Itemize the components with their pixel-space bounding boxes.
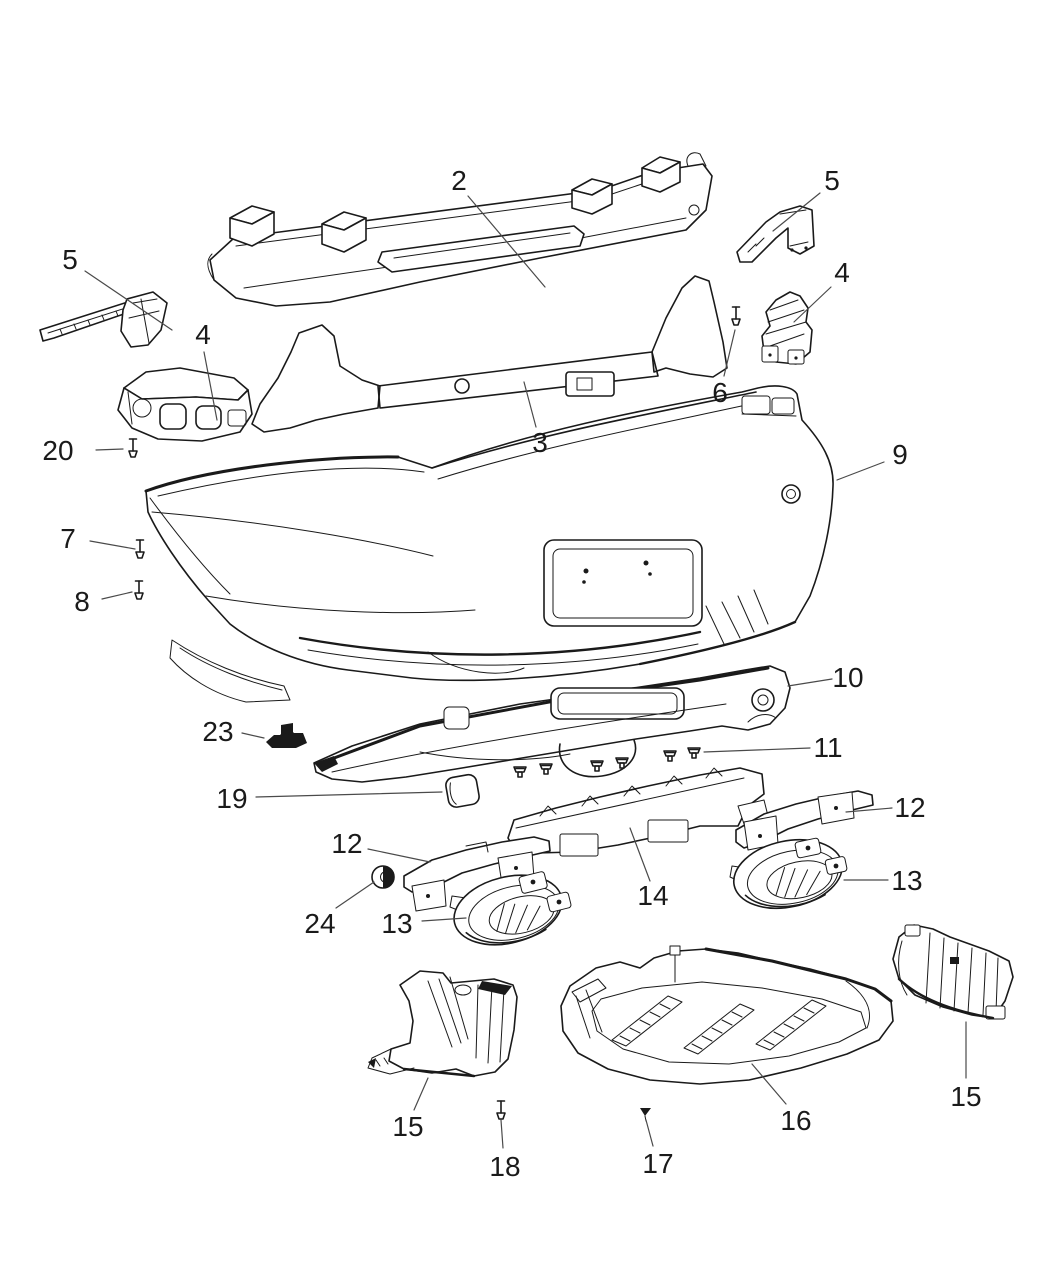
part-grommet (371, 865, 395, 889)
part-rear-fascia (144, 385, 834, 703)
leader-callout-5-right (772, 192, 821, 232)
part-splash-shield-left (367, 970, 518, 1078)
part-screw-7 (135, 539, 145, 559)
part-tow-hook-cover (445, 773, 480, 808)
leader-callout-5-left (84, 270, 173, 331)
leader-callout-20 (95, 448, 124, 451)
callout-16: 16 (780, 1105, 811, 1136)
callout-8: 8 (74, 586, 90, 617)
callout-7: 7 (60, 523, 76, 554)
callout-11: 11 (813, 732, 842, 763)
part-support-bracket-left (403, 836, 551, 912)
leader-callout-3 (523, 381, 537, 428)
leader-callout-8 (101, 591, 133, 600)
callout-14: 14 (637, 880, 668, 911)
part-side-bracket-right (761, 291, 813, 365)
callout-13-right: 13 (891, 865, 922, 896)
leader-callout-18 (500, 1119, 504, 1149)
callout-13-left: 13 (381, 908, 412, 939)
part-screw-20 (128, 438, 138, 458)
callout-15-right: 15 (950, 1081, 981, 1112)
callout-19: 19 (216, 783, 247, 814)
leader-callout-15-left (413, 1077, 429, 1111)
part-underbody-shield (560, 945, 894, 1085)
callout-4-right: 4 (834, 257, 850, 288)
leader-callout-17 (645, 1119, 654, 1147)
part-side-bracket-left (117, 367, 253, 442)
callout-20: 20 (42, 435, 73, 466)
leader-callout-19 (255, 791, 443, 798)
part-screw-17 (640, 1108, 651, 1122)
callout-17: 17 (642, 1148, 673, 1179)
leader-callout-10 (787, 678, 833, 687)
callout-10: 10 (832, 662, 863, 693)
callout-5-right: 5 (824, 165, 840, 196)
callout-15-left: 15 (392, 1111, 423, 1142)
leader-callout-13-left (421, 917, 467, 922)
part-bumper-beam (207, 152, 713, 307)
callout-3: 3 (532, 427, 548, 458)
leader-callout-14 (629, 827, 651, 882)
part-center-bracket (507, 767, 769, 857)
callout-23: 23 (202, 716, 233, 747)
part-exhaust-bezel-right (729, 837, 848, 910)
leader-callout-4-left (203, 351, 218, 421)
leader-callout-9 (836, 461, 885, 481)
part-support-bracket-right (735, 790, 874, 851)
part-screw-6 (731, 306, 741, 326)
callout-18: 18 (489, 1151, 520, 1182)
leader-callout-16 (751, 1063, 787, 1105)
part-rail-extension-right (736, 205, 815, 263)
leader-callout-23 (241, 732, 265, 739)
part-splash-shield-right (892, 924, 1014, 1020)
callout-6: 6 (712, 377, 728, 408)
callout-4-left: 4 (195, 319, 211, 350)
callout-24: 24 (304, 908, 335, 939)
leader-callout-4-right (793, 286, 832, 323)
part-exhaust-bezel-left (449, 871, 572, 946)
callout-5-left: 5 (62, 244, 78, 275)
callout-12-left: 12 (331, 828, 362, 859)
part-screw-8 (134, 580, 144, 600)
leader-callout-7 (89, 540, 136, 550)
part-push-clip (266, 723, 307, 748)
leader-callout-12-right (845, 807, 893, 813)
leader-callout-24 (335, 881, 375, 909)
callout-12-right: 12 (894, 792, 925, 823)
part-energy-absorber (251, 275, 728, 433)
leader-callout-2 (467, 195, 546, 288)
part-lower-valance (313, 665, 791, 783)
part-screw-18 (496, 1100, 506, 1120)
callout-2: 2 (451, 165, 467, 196)
leader-callout-12-left (367, 848, 431, 863)
callout-9: 9 (892, 439, 908, 470)
part-rail-extension-left (39, 291, 168, 348)
leader-callout-6 (723, 329, 736, 377)
leader-callout-11 (703, 747, 811, 753)
